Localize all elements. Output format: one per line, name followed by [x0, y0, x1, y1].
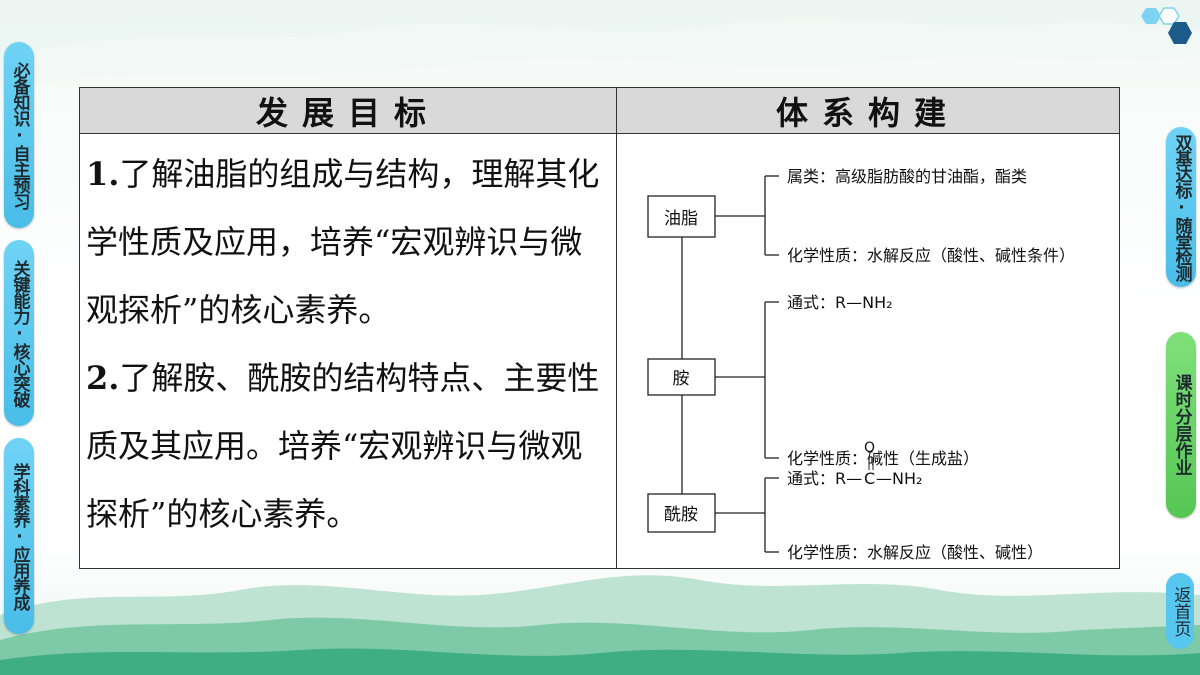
- nav-tab-key-abilities[interactable]: 关键能力·核心突破: [4, 240, 34, 426]
- home-button[interactable]: 返首页: [1166, 573, 1194, 649]
- amide-carbon: C: [864, 469, 875, 488]
- header-system-construction: 体系构建: [617, 88, 1119, 134]
- amine-chemistry-text: 化学性质：碱性（生成盐）: [787, 449, 979, 468]
- node-label-amine: 胺: [673, 369, 690, 389]
- hexagon-logo-icon: [1141, 7, 1192, 44]
- goal-item: 1.了解油脂的组成与结构，理解其化学性质及应用，培养“宏观辨识与微观探析”的核心…: [86, 140, 611, 344]
- goal-number: 1.: [86, 155, 120, 193]
- background-sky-hills: [0, 0, 1200, 90]
- nav-tab-subject-literacy[interactable]: 学科素养·应用养成: [4, 438, 34, 634]
- nav-tab-homework[interactable]: 课时分层作业: [1166, 332, 1196, 518]
- nav-tab-label: 课时分层作业: [1171, 374, 1192, 476]
- amide-formula-prefix: 通式：R—: [787, 469, 862, 488]
- goal-text: 了解油脂的组成与结构，理解其化学性质及应用，培养“宏观辨识与微观探析”的核心素养…: [86, 155, 600, 329]
- nav-tab-label: 必备知识·自主预习: [9, 61, 30, 209]
- node-box-amide: [647, 493, 716, 533]
- amide-oxygen: O: [864, 440, 875, 456]
- nav-tab-label: 双基达标·随堂检测: [1171, 133, 1192, 281]
- fat-class-text: 属类：高级脂肪酸的甘油酯，酯类: [787, 167, 1027, 186]
- goals-text: 1.了解油脂的组成与结构，理解其化学性质及应用，培养“宏观辨识与微观探析”的核心…: [86, 140, 611, 548]
- concept-diagram: 油脂 胺 酰胺 属类：高级脂肪酸的甘油酯，酯类 化学性质：水解反应（酸性、碱性条…: [647, 167, 1075, 562]
- nav-tab-label: 学科素养·应用养成: [9, 462, 30, 610]
- amide-tail: —NH₂: [876, 469, 922, 488]
- home-button-label: 返首页: [1170, 585, 1191, 637]
- header-development-goals: 发展目标: [80, 88, 617, 134]
- node-label-fats: 油脂: [664, 209, 698, 229]
- goal-text: 了解胺、酰胺的结构特点、主要性质及其应用。培养“宏观辨识与微观探析”的核心素养。: [86, 359, 600, 533]
- amine-formula-text: 通式：R—NH₂: [787, 293, 893, 312]
- node-label-amide: 酰胺: [664, 505, 698, 525]
- content-table: 发展目标 体系构建 1.了解油脂的组成与结构，理解其化学性质及应用，培养“宏观辨…: [79, 87, 1120, 569]
- node-box-amine: [647, 358, 716, 396]
- goal-item: 2.了解胺、酰胺的结构特点、主要性质及其应用。培养“宏观辨识与微观探析”的核心素…: [86, 344, 611, 548]
- background-mountains: [0, 575, 1200, 675]
- amide-chemistry-text: 化学性质：水解反应（酸性、碱性）: [787, 543, 1043, 562]
- goal-number: 2.: [86, 359, 120, 397]
- nav-tab-essential-knowledge[interactable]: 必备知识·自主预习: [4, 42, 34, 228]
- nav-tab-label: 关键能力·核心突破: [9, 259, 30, 407]
- fat-chemistry-text: 化学性质：水解反应（酸性、碱性条件）: [787, 246, 1075, 265]
- column-divider: [616, 134, 617, 568]
- nav-tab-dual-foundation-test[interactable]: 双基达标·随堂检测: [1166, 127, 1196, 287]
- node-box-fats: [647, 195, 716, 238]
